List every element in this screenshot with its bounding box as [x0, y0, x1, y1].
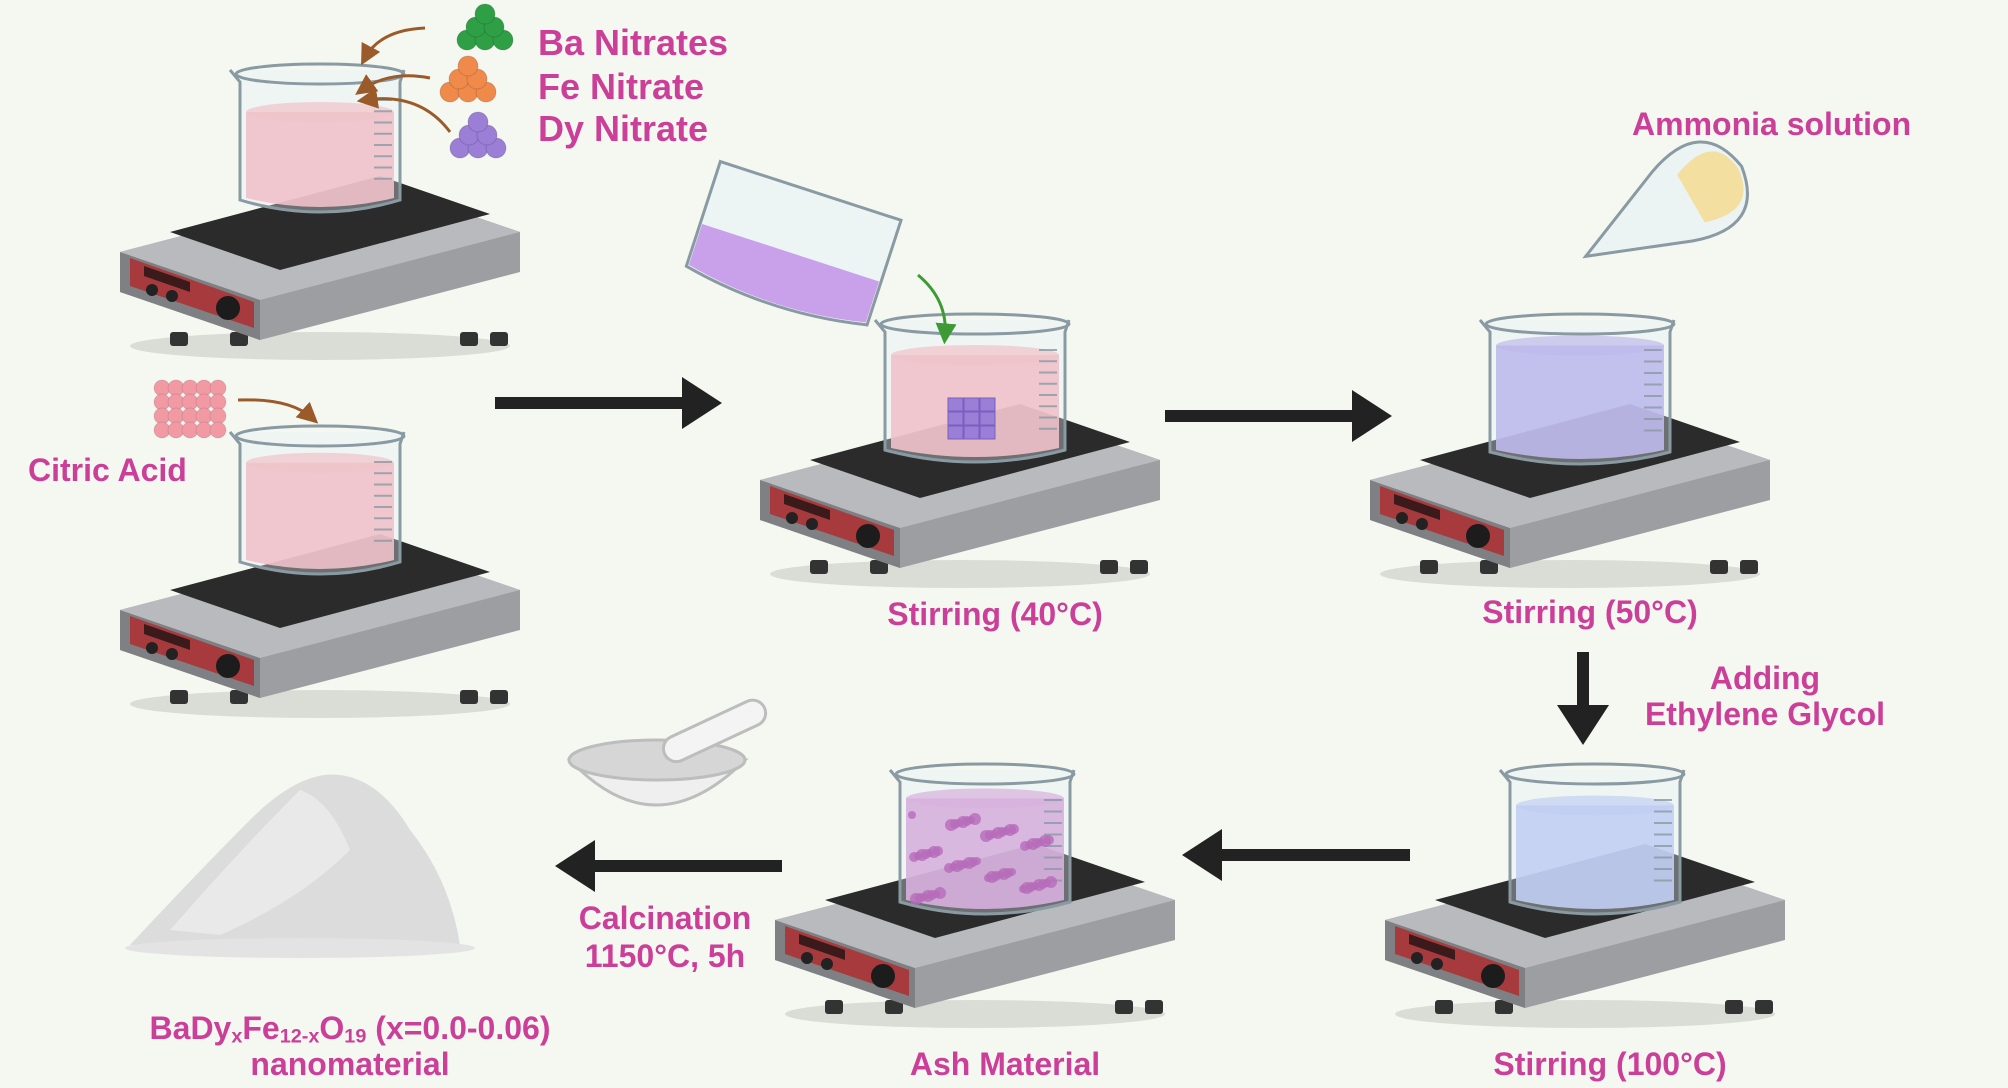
hotplate-citric	[120, 534, 520, 718]
beaker-nitrates	[228, 62, 406, 214]
label-ash-material: Ash Material	[909, 1046, 1101, 1082]
formula-sub-12x: 12-x	[279, 1025, 320, 1048]
label-ammonia-solution: Ammonia solution	[1632, 106, 1912, 142]
arrow-fe-to-beaker	[355, 74, 431, 95]
arrow-to-step3	[1165, 390, 1392, 442]
pile-ba-nitrates	[456, 3, 514, 51]
arrow-pour	[917, 273, 957, 345]
cube-sample	[947, 397, 996, 440]
label-fe-nitrate: Fe Nitrate	[538, 66, 705, 107]
label-stirring-40: Stirring (40°C)	[887, 596, 1103, 632]
hotplate-nitrates	[120, 176, 520, 360]
cube-citric-acid	[153, 379, 227, 439]
ammonia-flask	[1582, 140, 1749, 259]
beaker-100	[1498, 762, 1686, 916]
arrow-citric-to-beaker	[237, 398, 319, 424]
pile-fe-nitrate	[439, 55, 497, 103]
formula-part-a: BaDy	[149, 1010, 232, 1046]
label-ethylene-glycol: Ethylene Glycol	[1644, 696, 1886, 732]
arrow-to-final	[555, 840, 782, 892]
label-dy-nitrate: Dy Nitrate	[538, 108, 709, 149]
beaker-50	[1478, 312, 1676, 466]
label-formula: BaDyxFe12-xO19 (x=0.0-0.06)	[60, 1010, 640, 1048]
pouring-beaker	[684, 159, 903, 327]
beaker-40	[873, 312, 1071, 464]
hotplate-100	[1385, 844, 1785, 1028]
mortar-pestle-icon	[566, 698, 768, 807]
label-ba-nitrates: Ba Nitrates	[538, 22, 729, 63]
arrow-dy-to-beaker	[356, 87, 452, 133]
label-calcination: Calcination	[578, 900, 752, 936]
pile-dy-nitrate	[449, 111, 507, 159]
arrow-to-step5	[1182, 829, 1410, 881]
arrow-to-step4	[1557, 652, 1609, 745]
label-stirring-100: Stirring (100°C)	[1493, 1046, 1727, 1082]
beaker-citric	[228, 424, 406, 576]
hotplate-ash	[775, 844, 1175, 1028]
ash-texture	[908, 811, 1057, 905]
label-nanomaterial: nanomaterial	[250, 1046, 450, 1082]
arrow-to-step2	[495, 377, 722, 429]
arrow-ba-to-beaker	[361, 26, 426, 66]
label-calcination-conditions: 1150°C, 5h	[584, 938, 746, 974]
label-adding: Adding	[1709, 660, 1821, 696]
label-citric-acid: Citric Acid	[28, 452, 187, 488]
label-stirring-50: Stirring (50°C)	[1482, 594, 1698, 630]
formula-part-b: Fe	[242, 1010, 280, 1046]
formula-part-c: O	[319, 1010, 345, 1046]
formula-sub-x: x	[231, 1025, 243, 1048]
nanomaterial-powder	[125, 774, 475, 958]
formula-sub-19: 19	[344, 1025, 367, 1048]
formula-range: (x=0.0-0.06)	[366, 1010, 551, 1046]
